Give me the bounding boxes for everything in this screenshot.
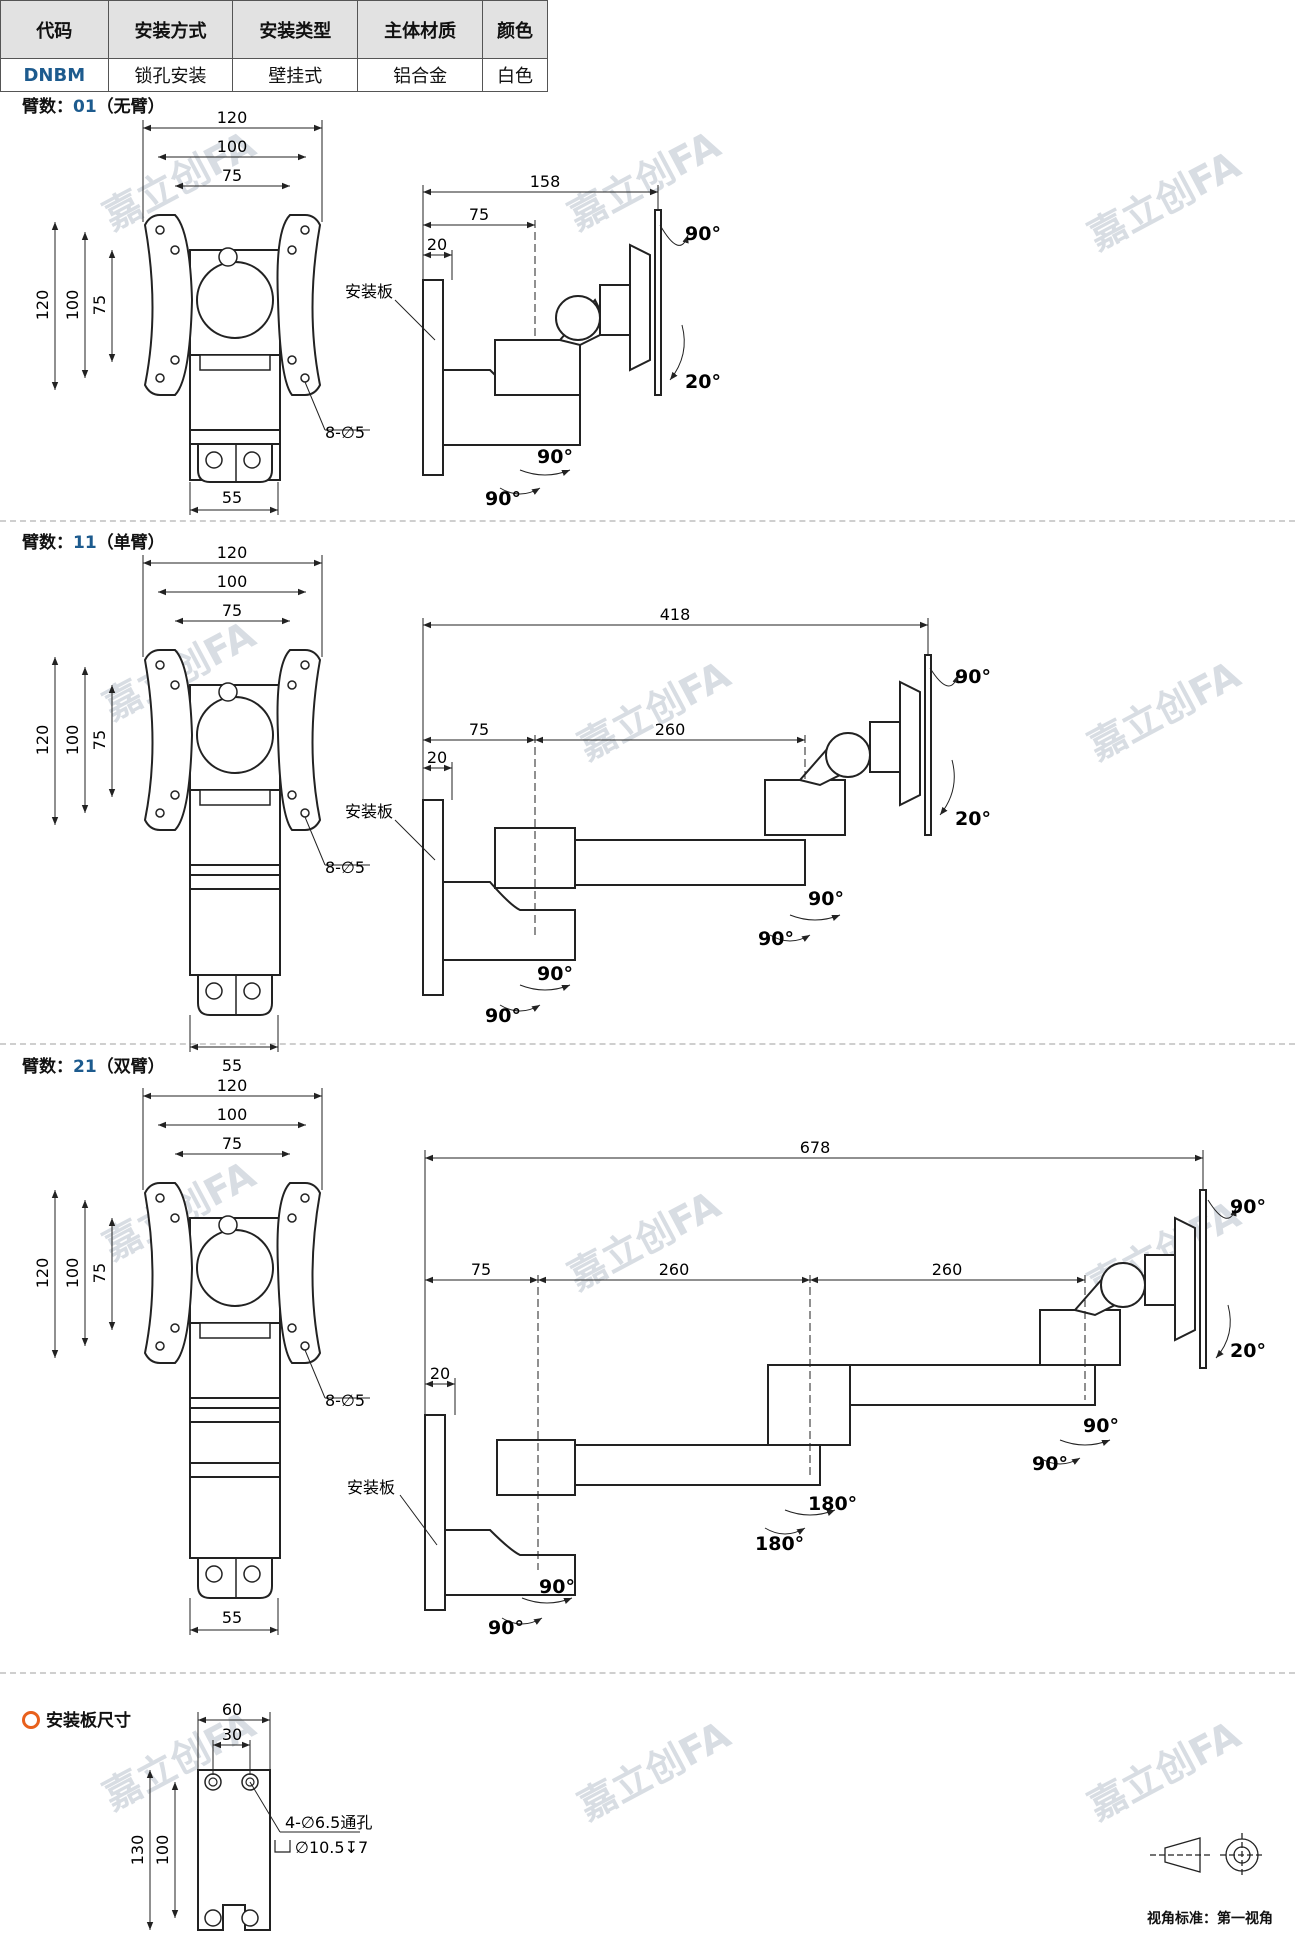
plate-view: 60 30 130 100 4-∅6.5通孔 ∅10.5↧7 [128, 1700, 372, 1931]
header-material: 主体材质 [357, 0, 484, 59]
section-title-01: 臂数：01（无臂） [22, 97, 165, 117]
header-color: 颜色 [482, 0, 548, 59]
dim-width-100: 100 [217, 137, 248, 156]
dim-plate-130: 130 [128, 1835, 147, 1866]
dim-width-75: 75 [222, 1134, 242, 1153]
dim-260: 260 [655, 720, 686, 739]
label-mounting-plate: 安装板 [345, 282, 393, 301]
circle-bullet-icon [22, 1711, 40, 1729]
label-mounting-plate: 安装板 [347, 1478, 395, 1497]
spec-data-row: DNBM 锁孔安装 壁挂式 铝合金 白色 [0, 58, 548, 92]
dim-width-100: 100 [217, 1105, 248, 1124]
angle-joint-b: 90° [758, 928, 794, 950]
front-view-01: 120 100 75 120 100 75 8-∅5 55 [33, 108, 370, 515]
dim-total-418: 418 [660, 605, 691, 624]
counterbore-icon [274, 1840, 291, 1853]
view-standard-label: 视角标准：第一视角 [1147, 1911, 1273, 1927]
dim-plate-60: 60 [222, 1700, 242, 1719]
cell-code: DNBM [0, 58, 109, 92]
dim-20: 20 [430, 1364, 450, 1383]
dim-height-100: 100 [63, 725, 82, 756]
angle-tilt-up: 90° [955, 666, 991, 688]
dim-width-55: 55 [222, 1056, 242, 1075]
angle-joint-a: 90° [808, 888, 844, 910]
angle-rotate-1: 90° [539, 1576, 575, 1598]
angle-tilt-up: 90° [1230, 1196, 1266, 1218]
cell-install-method: 锁孔安装 [107, 58, 234, 92]
dim-75: 75 [471, 1260, 491, 1279]
section-title-11: 臂数：11（单臂） [22, 533, 165, 553]
dim-260-a: 260 [659, 1260, 690, 1279]
angle-joint1-a: 180° [808, 1493, 857, 1515]
angle-rotate-1: 90° [537, 446, 573, 468]
dim-width-120: 120 [217, 1076, 248, 1095]
dim-width-100: 100 [217, 572, 248, 591]
angle-tilt-down: 20° [1230, 1340, 1266, 1362]
dim-holes: 8-∅5 [325, 423, 365, 442]
dim-75: 75 [469, 205, 489, 224]
dim-height-100: 100 [63, 1258, 82, 1289]
side-view-01: 158 75 20 安装板 90° 20° 90° 90° [345, 172, 721, 510]
angle-joint2-b: 90° [1032, 1453, 1068, 1475]
angle-rotate-2: 90° [485, 1005, 521, 1027]
angle-joint1-b: 180° [755, 1533, 804, 1555]
dim-width-120: 120 [217, 108, 248, 127]
separator [0, 1672, 1295, 1674]
separator [0, 1043, 1295, 1045]
dim-height-120: 120 [33, 725, 52, 756]
dim-total-158: 158 [530, 172, 561, 191]
dim-width-120: 120 [217, 543, 248, 562]
spec-header-row: 代码 安装方式 安装类型 主体材质 颜色 [0, 0, 548, 59]
dim-height-75: 75 [90, 730, 109, 750]
dim-total-678: 678 [800, 1138, 831, 1157]
spec-table: 代码 安装方式 安装类型 主体材质 颜色 DNBM 锁孔安装 壁挂式 铝合金 白… [0, 0, 548, 92]
dim-plate-30: 30 [222, 1725, 242, 1744]
section-title-21: 臂数：21（双臂） [22, 1057, 165, 1077]
dim-75: 75 [469, 720, 489, 739]
label-mounting-plate: 安装板 [345, 802, 393, 821]
dim-plate-100: 100 [153, 1835, 172, 1866]
dim-20: 20 [427, 235, 447, 254]
dim-plate-holes: 4-∅6.5通孔 [285, 1813, 372, 1832]
dim-height-120: 120 [33, 290, 52, 321]
dim-width-75: 75 [222, 601, 242, 620]
cell-install-type: 壁挂式 [232, 58, 359, 92]
header-code: 代码 [0, 0, 109, 59]
cell-color: 白色 [482, 58, 548, 92]
dim-width-55: 55 [222, 488, 242, 507]
dim-holes: 8-∅5 [325, 1391, 365, 1410]
dim-plate-counterbore: ∅10.5↧7 [295, 1838, 368, 1857]
dim-height-120: 120 [33, 1258, 52, 1289]
dim-holes: 8-∅5 [325, 858, 365, 877]
dim-height-100: 100 [63, 290, 82, 321]
angle-rotate-2: 90° [488, 1617, 524, 1639]
separator [0, 520, 1295, 522]
dim-width-75: 75 [222, 166, 242, 185]
angle-tilt-down: 20° [955, 808, 991, 830]
angle-rotate-1: 90° [537, 963, 573, 985]
front-view-11: 120 100 75 120 100 75 8-∅5 55 [33, 543, 370, 1075]
angle-rotate-2: 90° [485, 488, 521, 510]
first-angle-projection-icon [1150, 1833, 1264, 1877]
angle-tilt-up: 90° [685, 223, 721, 245]
angle-tilt-down: 20° [685, 371, 721, 393]
front-view-21: 120 100 75 120 100 75 8-∅5 55 [33, 1076, 370, 1635]
dim-height-75: 75 [90, 295, 109, 315]
plate-section-title: 安装板尺寸 [22, 1706, 131, 1731]
side-view-11: 418 75 260 20 安装板 90° 20° 90° 90° 90° 90… [345, 605, 991, 1027]
dim-260-b: 260 [932, 1260, 963, 1279]
angle-joint2-a: 90° [1083, 1415, 1119, 1437]
dim-width-55: 55 [222, 1608, 242, 1627]
dim-20: 20 [427, 748, 447, 767]
dim-height-75: 75 [90, 1263, 109, 1283]
cell-material: 铝合金 [357, 58, 484, 92]
side-view-21: 678 75 260 260 20 安装板 90° 20° 90° 90° 18… [347, 1138, 1266, 1639]
